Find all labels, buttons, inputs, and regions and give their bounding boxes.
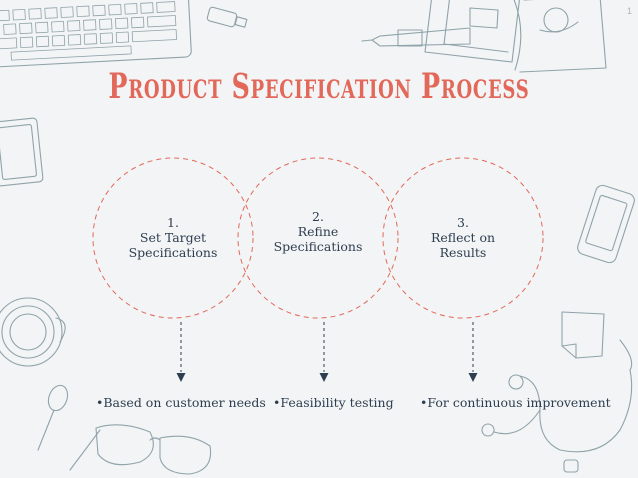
coffee-cup-sketch [0,297,66,367]
step-number: 3. [457,215,469,230]
glasses-sketch [69,424,212,475]
sticky-note-sketch [561,311,605,359]
step-line-2: Specifications [273,239,363,254]
step-circles [92,157,544,319]
step-label-3: 3. Reflect on Results [403,215,523,260]
step-circle-1 [92,157,254,319]
step-number: 2. [312,209,324,224]
step-line-1: Refine [297,224,339,239]
tablet-sketch [0,117,44,187]
slide-title: Product Specification Process [108,66,530,107]
arrowhead-1 [176,373,186,382]
step-line-1: Reflect on [430,230,496,245]
arrowhead-3 [468,373,478,382]
arrows [180,322,474,372]
bullet-3: •For continuous improvement [420,395,611,410]
step-label-2: 2. Refine Specifications [258,209,378,254]
arrowheads [176,373,478,382]
earphones-sketch [481,339,633,473]
notebook-sketch [424,0,607,73]
bullet-2: •Feasibility testing [273,395,394,410]
page-number: 1 [626,6,632,16]
keyboard-sketch [0,0,192,68]
arrowhead-2 [319,373,329,382]
step-line-1: Set Target [139,230,207,245]
step-circle-3 [382,157,544,319]
step-label-1: 1. Set Target Specifications [113,215,233,260]
spoon-sketch [37,384,69,451]
phone-sketch [577,184,635,264]
step-line-2: Results [439,245,487,260]
pen-sketch [361,27,471,47]
step-line-2: Specifications [128,245,218,260]
step-circle-2 [237,157,399,319]
usb-sketch [206,6,248,28]
bullet-1: •Based on customer needs [96,395,266,410]
step-number: 1. [167,215,179,230]
